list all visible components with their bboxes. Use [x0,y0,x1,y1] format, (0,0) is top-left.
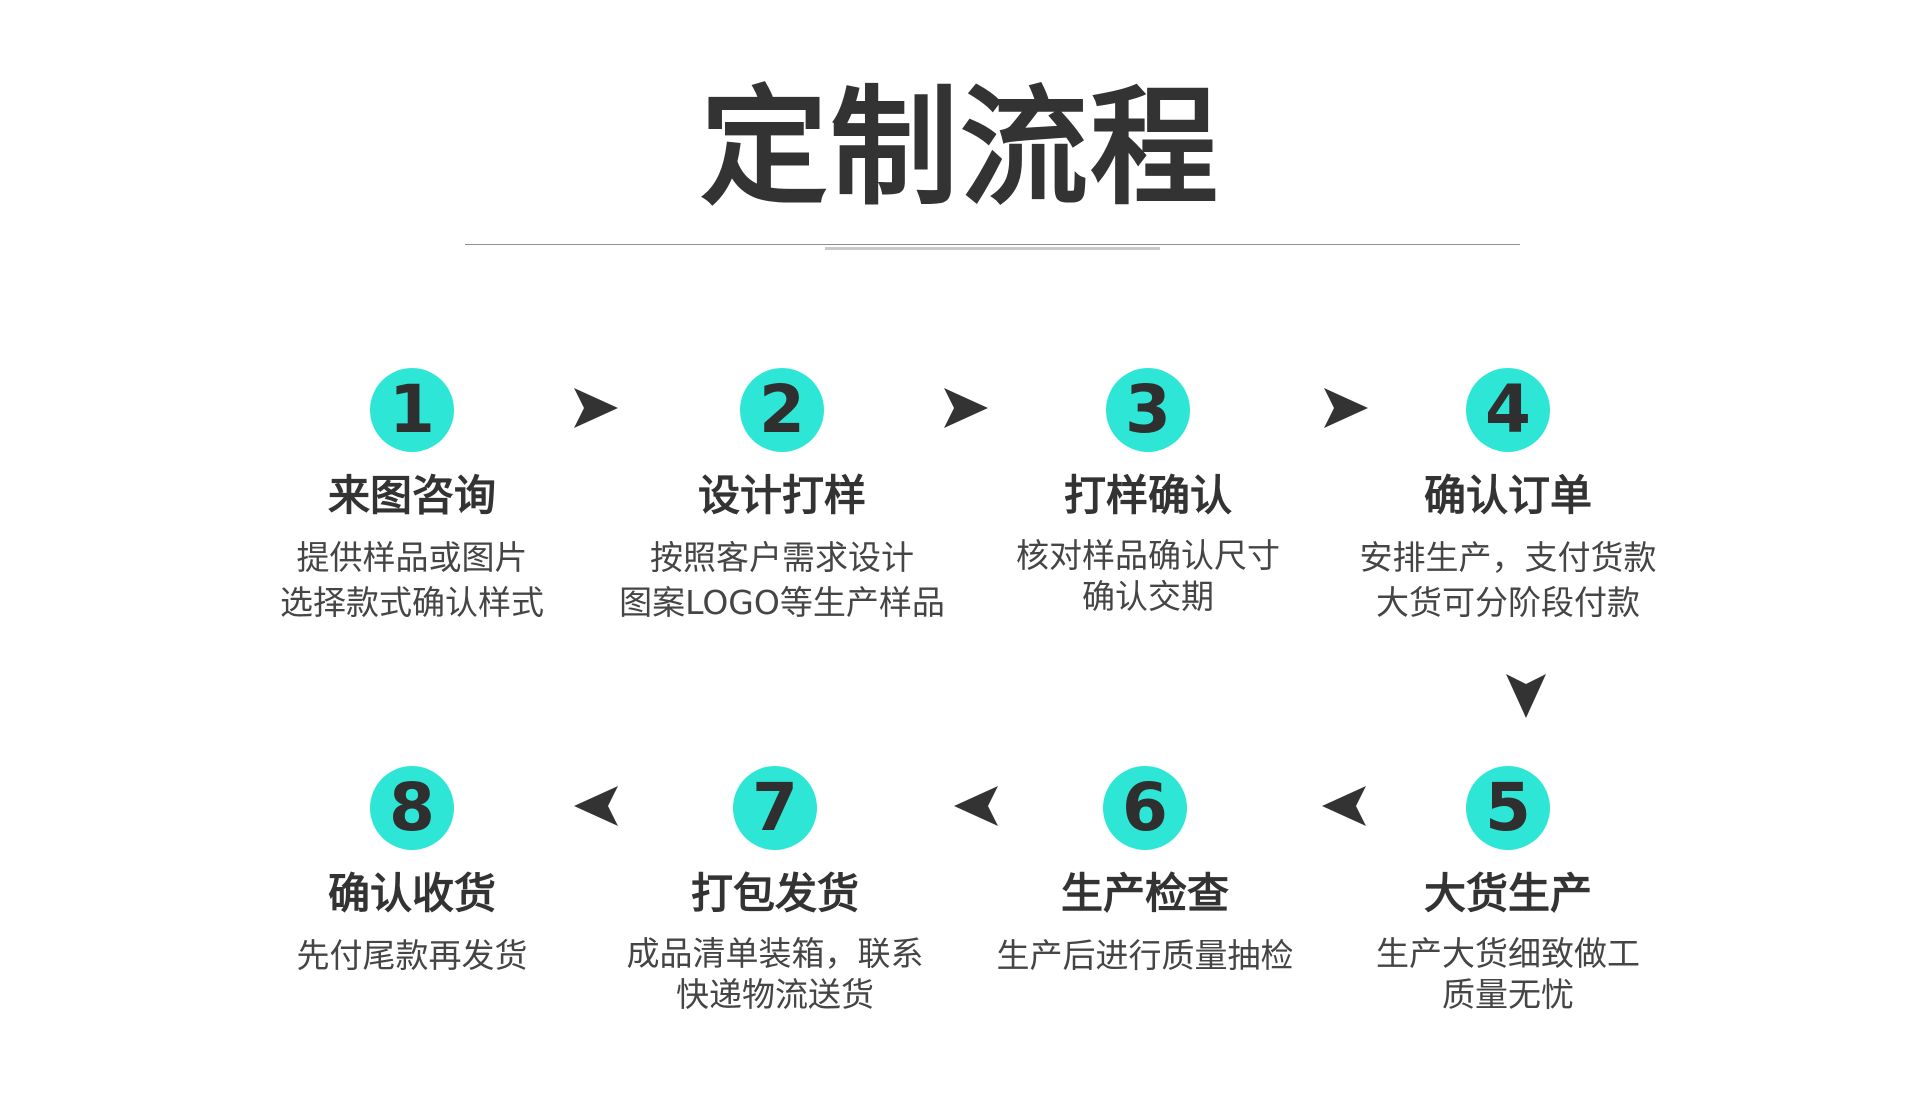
step-title: 打包发货 [690,869,859,918]
step-7: 7 打包发货 成品清单装箱，联系 快递物流送货 [595,766,955,1015]
step-number-badge: 2 [740,368,824,452]
step-number-badge: 6 [1103,766,1187,850]
arrow-right-icon [942,386,990,430]
step-description-line: 质量无忧 [1442,974,1574,1014]
step-description-line: 成品清单装箱，联系 [626,933,924,973]
step-title: 设计打样 [697,471,866,520]
step-description-line: 确认交期 [1082,576,1214,616]
step-description-line: 大货可分阶段付款 [1376,583,1640,623]
step-description-line: 核对样品确认尺寸 [1016,535,1280,575]
arrow-right-icon [1322,386,1370,430]
step-description: 生产大货细致做工 质量无忧 [1328,933,1688,1016]
page-title: 定制流程 [699,74,1220,223]
step-description-line: 选择款式确认样式 [280,583,544,623]
step-description: 按照客户需求设计 图案LOGO等生产样品 [602,535,962,626]
step-description-line: 按照客户需求设计 [650,537,914,577]
step-6: 6 生产检查 生产后进行质量抽检 [965,766,1325,978]
arrow-left-icon [952,784,1000,828]
step-1: 1 来图咨询 提供样品或图片 选择款式确认样式 [232,368,592,626]
step-number-badge: 5 [1466,766,1550,850]
step-description: 生产后进行质量抽检 [965,933,1325,979]
arrow-left-icon [572,784,620,828]
step-description: 成品清单装箱，联系 快递物流送货 [595,933,955,1016]
arrow-right-icon [572,386,620,430]
step-description-line: 提供样品或图片 [296,537,528,577]
step-number-badge: 1 [370,368,454,452]
step-3: 3 打样确认 核对样品确认尺寸 确认交期 [968,368,1328,617]
step-description-line: 生产后进行质量抽检 [996,935,1294,975]
step-number-badge: 7 [733,766,817,850]
step-5: 5 大货生产 生产大货细致做工 质量无忧 [1328,766,1688,1015]
title-divider [465,244,1520,245]
step-2: 2 设计打样 按照客户需求设计 图案LOGO等生产样品 [602,368,962,626]
step-description-line: 生产大货细致做工 [1376,933,1640,973]
step-number-badge: 3 [1106,368,1190,452]
step-title: 大货生产 [1423,869,1592,918]
step-description: 提供样品或图片 选择款式确认样式 [232,535,592,626]
step-description: 安排生产，支付货款 大货可分阶段付款 [1328,535,1688,626]
step-number-badge: 4 [1466,368,1550,452]
step-title: 确认收货 [327,869,496,918]
step-description-line: 先付尾款再发货 [296,935,528,975]
step-title: 生产检查 [1060,869,1229,918]
step-description: 先付尾款再发货 [232,933,592,979]
step-4: 4 确认订单 安排生产，支付货款 大货可分阶段付款 [1328,368,1688,626]
step-description-line: 快递物流送货 [676,974,874,1014]
arrow-left-icon [1320,784,1368,828]
step-title: 来图咨询 [327,471,496,520]
step-description-line: 图案LOGO等生产样品 [619,583,945,623]
title-divider-accent [825,247,1160,250]
step-8: 8 确认收货 先付尾款再发货 [232,766,592,978]
step-title: 打样确认 [1063,471,1232,520]
step-description: 核对样品确认尺寸 确认交期 [968,535,1328,618]
step-description-line: 安排生产，支付货款 [1359,537,1657,577]
arrow-down-icon [1504,672,1548,720]
step-number-badge: 8 [370,766,454,850]
step-title: 确认订单 [1423,471,1592,520]
